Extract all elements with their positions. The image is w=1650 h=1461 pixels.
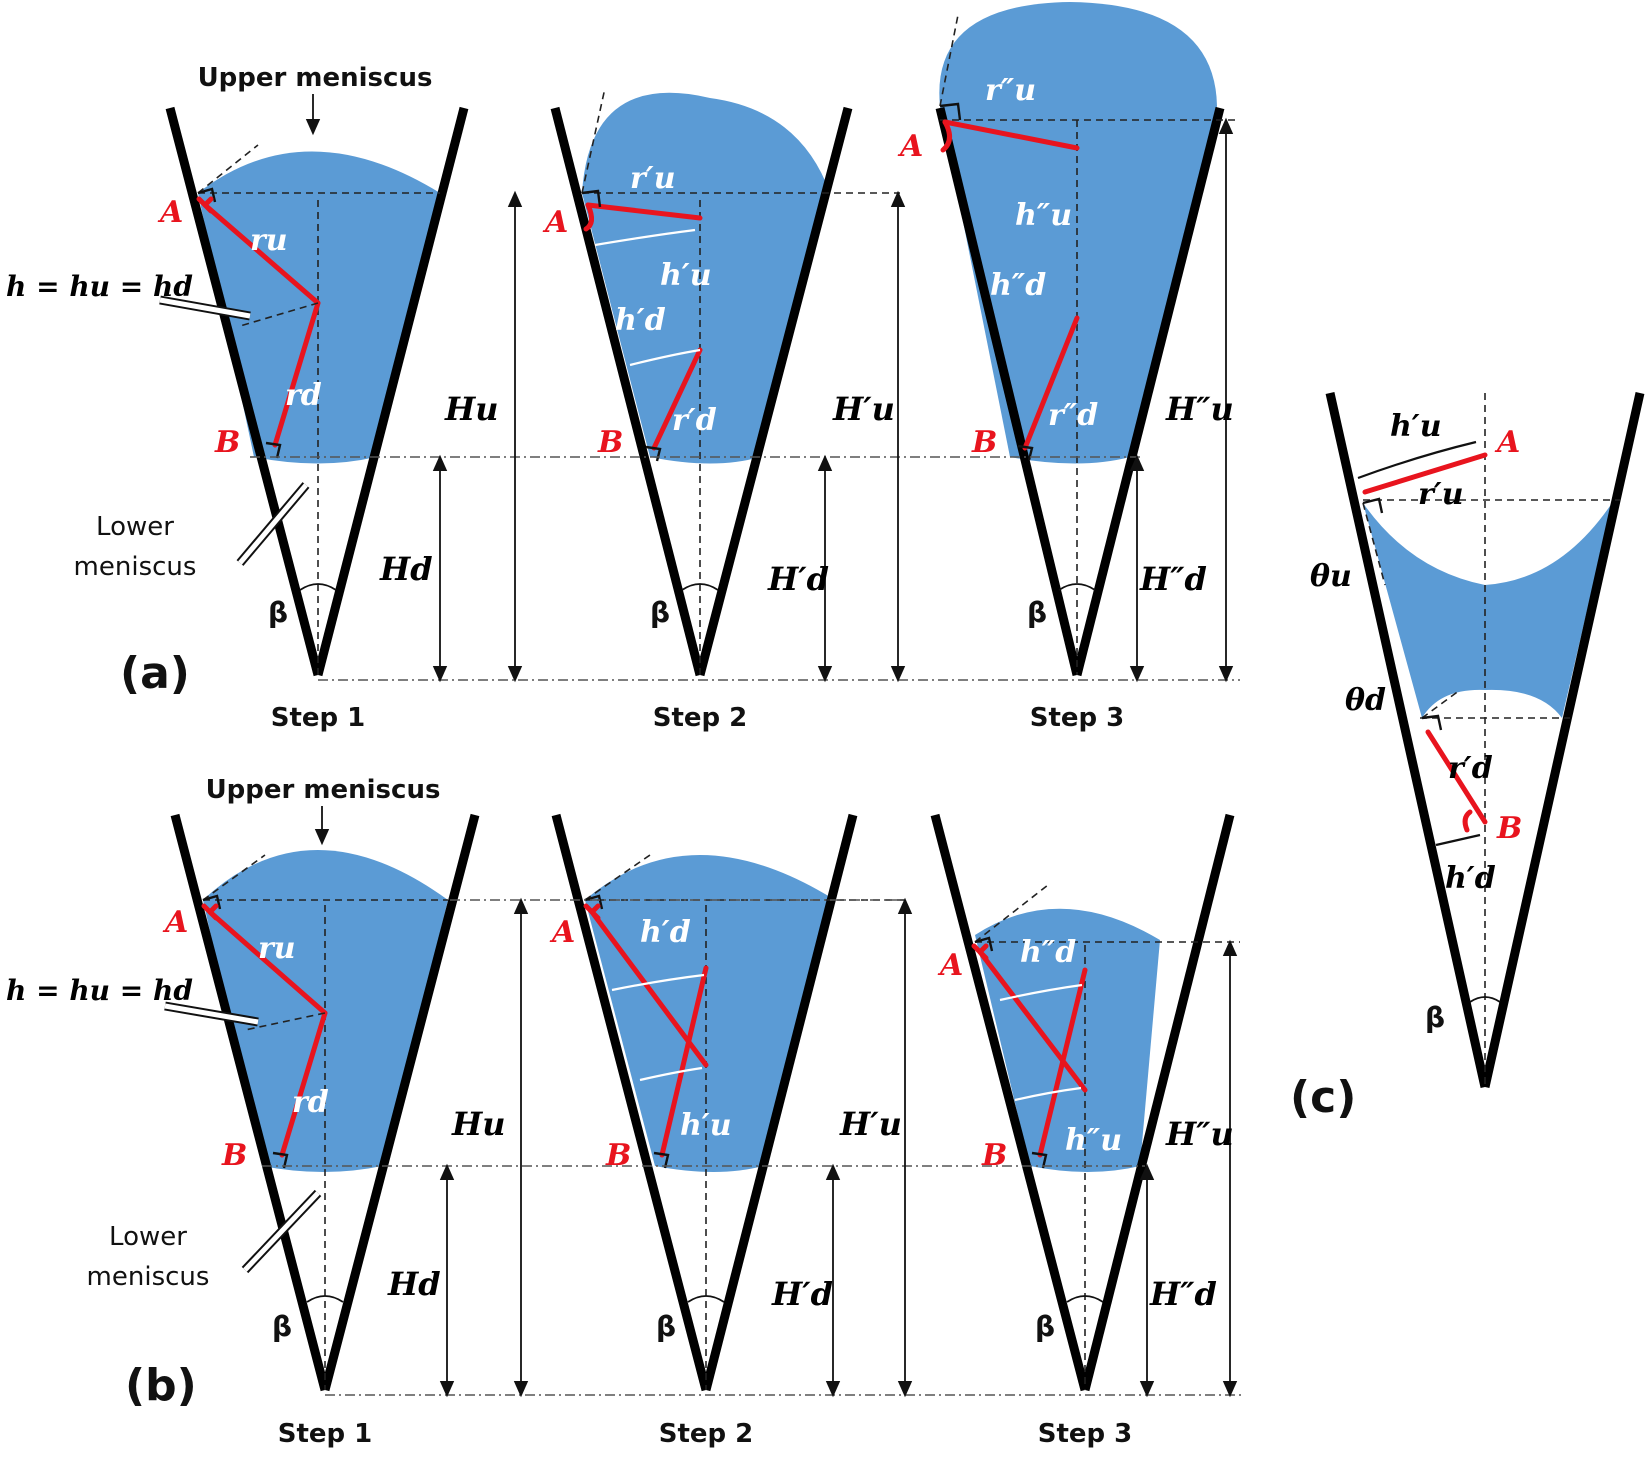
point-a: A	[162, 905, 188, 940]
panel-b-label: (b)	[125, 1360, 197, 1411]
step-1-label: Step 1	[271, 703, 366, 733]
panel-a-step-1: A B ru rd Upper meniscus h = hu = hd Low…	[6, 63, 469, 733]
symbol-Hu1: H′u	[839, 1105, 902, 1143]
point-b: B	[597, 425, 623, 460]
point-b: B	[981, 1138, 1007, 1173]
panel-c-label: (c)	[1290, 1072, 1356, 1123]
symbol-Hd: Hd	[379, 550, 433, 588]
point-b: B	[971, 425, 997, 460]
symbol-Hd1: H′d	[771, 1275, 833, 1313]
lower-meniscus-label-1: Lower	[109, 1222, 187, 1252]
beta-angle: β	[268, 596, 288, 629]
point-b: B	[1496, 811, 1522, 846]
h-equation-arrow	[159, 297, 251, 319]
point-a: A	[542, 205, 568, 240]
point-b: B	[605, 1138, 631, 1173]
beta-angle: β	[656, 1310, 676, 1343]
point-a: A	[549, 915, 575, 950]
step-2-label: Step 2	[659, 1419, 754, 1449]
symbol-Hd1: H′d	[767, 560, 829, 598]
symbol-Hd2: H″d	[1149, 1275, 1217, 1313]
symbol-Hu2: H″u	[1165, 390, 1234, 428]
liquid-column	[582, 92, 830, 464]
beta-angle: β	[1027, 596, 1047, 629]
symbol-Hu: Hu	[444, 390, 499, 428]
panel-a-step-3: A B r″u h″u h″d r″d β Step 3	[897, 2, 1240, 733]
symbol-ru: ru	[250, 223, 288, 258]
upper-meniscus-label: Upper meniscus	[206, 775, 441, 805]
symbol-Hd2: H″d	[1139, 560, 1207, 598]
symbol-Hu2: H″u	[1165, 1115, 1234, 1153]
symbol-hu1: h′u	[1390, 409, 1442, 444]
symbol-ru1: r′u	[630, 161, 676, 196]
symbol-rd: rd	[285, 378, 322, 413]
panel-b: A B ru rd Upper meniscus h = hu = hd Low…	[6, 775, 1245, 1449]
liquid-column	[939, 2, 1217, 464]
h-equation-arrow	[164, 1003, 259, 1025]
panel-a: A B ru rd Upper meniscus h = hu = hd Low…	[6, 2, 1240, 733]
symbol-hd1: h′d	[640, 915, 691, 950]
lower-meniscus-label-1: Lower	[96, 512, 174, 542]
point-a: A	[157, 195, 183, 230]
beta-angle: β	[272, 1310, 292, 1343]
step-1-label: Step 1	[278, 1419, 373, 1449]
symbol-rd1: r′d	[1448, 751, 1493, 786]
lower-meniscus-label-2: meniscus	[74, 552, 197, 582]
lower-meniscus-arrow	[243, 1191, 320, 1272]
beta-angle: β	[650, 596, 670, 629]
upper-meniscus-label: Upper meniscus	[198, 63, 433, 93]
point-b: B	[214, 425, 240, 460]
symbol-Hu1: H′u	[832, 390, 895, 428]
symbol-Hd: Hd	[387, 1265, 441, 1303]
symbol-hu1: h′u	[680, 1108, 732, 1143]
symbol-rd1: r′d	[672, 403, 717, 438]
symbol-ru1: r′u	[1418, 477, 1464, 512]
symbol-rd: rd	[292, 1085, 329, 1120]
symbol-hu2: h″u	[1065, 1123, 1122, 1158]
point-b: B	[221, 1138, 247, 1173]
symbol-hd2: h″d	[990, 268, 1046, 303]
point-a: A	[937, 948, 963, 983]
symbol-rd2: r″d	[1048, 398, 1098, 433]
step-2-label: Step 2	[653, 703, 748, 733]
h-equation: h = hu = hd	[6, 974, 193, 1007]
liquid-column	[1363, 503, 1612, 718]
panel-b-step-2: A B h′d h′u β Step 2	[549, 813, 905, 1449]
panel-a-label: (a)	[120, 648, 190, 699]
symbol-hu1: h′u	[660, 258, 712, 293]
panel-a-step-2: A B r′u h′u h′d r′d β Step 2	[542, 87, 900, 733]
liquid-column	[585, 855, 835, 1172]
lower-meniscus-label-2: meniscus	[87, 1262, 210, 1292]
symbol-ru2: r″u	[985, 73, 1036, 108]
symbol-hd1: h′d	[1445, 861, 1496, 896]
beta-angle: β	[1425, 1001, 1445, 1034]
lower-meniscus-arrow	[238, 483, 308, 565]
panel-b-step-1: A B ru rd Upper meniscus h = hu = hd Low…	[6, 775, 480, 1449]
step-3-label: Step 3	[1038, 1419, 1133, 1449]
point-a: A	[897, 129, 923, 164]
symbol-theta-d: θd	[1345, 683, 1386, 718]
symbol-Hu: Hu	[451, 1105, 506, 1143]
symbol-theta-u: θu	[1310, 559, 1352, 594]
point-a: A	[1494, 425, 1520, 460]
step-3-label: Step 3	[1030, 703, 1125, 733]
symbol-hu2: h″u	[1015, 198, 1072, 233]
symbol-ru: ru	[258, 931, 296, 966]
panel-c: A B h′u r′u θu θd r′d h′d β (c)	[1290, 392, 1645, 1123]
beta-angle: β	[1035, 1310, 1055, 1343]
symbol-hd1: h′d	[615, 303, 666, 338]
panel-b-step-3: A B h″d h″u β Step 3	[930, 813, 1240, 1449]
symbol-hd2: h″d	[1020, 935, 1076, 970]
